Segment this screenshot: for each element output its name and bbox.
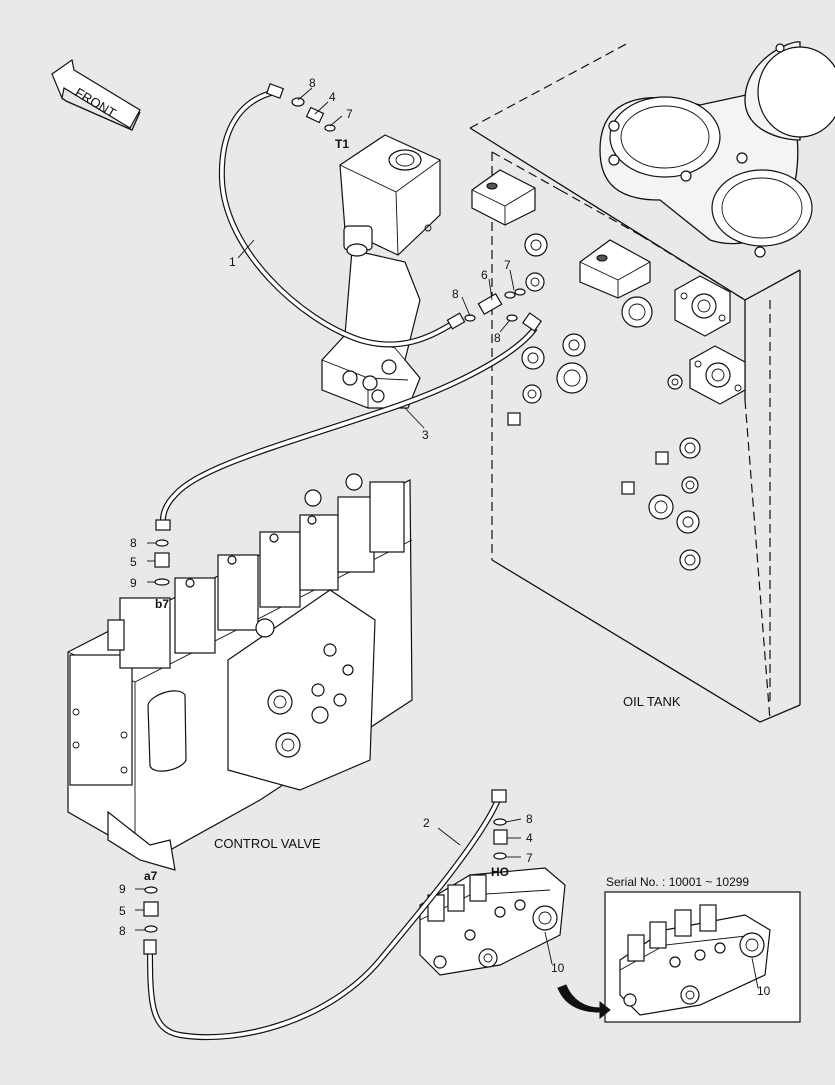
hose-1: [218, 83, 466, 348]
callout-10-inset: 10: [757, 984, 771, 998]
oil-tank-label: OIL TANK: [623, 694, 681, 709]
pilot-valve: [419, 867, 566, 976]
callout-4-top: 4: [329, 90, 336, 104]
port-t1-label: T1: [335, 137, 349, 151]
front-arrow: FRONT: [51, 58, 141, 131]
tank-bracket-right: [579, 239, 651, 299]
fittings-ho: [493, 818, 508, 860]
port-a7-label: a7: [144, 869, 158, 883]
leader-lines: [135, 87, 759, 989]
callout-8-b7: 8: [130, 536, 137, 550]
callout-5-a7: 5: [119, 904, 126, 918]
callout-8-mid-a: 8: [452, 287, 459, 301]
serial-label: Serial No. : 10001 ~ 10299: [606, 875, 749, 889]
callout-7-top: 7: [346, 107, 353, 121]
fittings-mid: [464, 288, 526, 322]
t1-block: T1: [335, 134, 441, 257]
port-ho-label: HO: [491, 865, 509, 879]
callout-1: 1: [229, 255, 236, 269]
fittings-top: [291, 97, 336, 132]
inset-pointer-arrow: [557, 984, 611, 1020]
callout-8-top: 8: [309, 76, 316, 90]
port-b7-label: b7: [155, 597, 169, 611]
callout-9-b7: 9: [130, 576, 137, 590]
callout-2: 2: [423, 816, 430, 830]
callout-8-mid-b: 8: [494, 331, 501, 345]
callout-8-ho: 8: [526, 812, 533, 826]
valve-spools: [107, 473, 405, 669]
control-valve: CONTROL VALVE: [67, 473, 413, 871]
control-valve-label: CONTROL VALVE: [214, 836, 321, 851]
tank-bosses: [507, 233, 701, 571]
mounting-bracket: [321, 249, 421, 409]
tank-bracket-left: [471, 169, 536, 226]
callouts: 8 4 7 1 8 6 7 8 3 8 5 9 b7 a7 9 5 8 2 8 …: [119, 76, 771, 998]
hose-2: [143, 789, 507, 1041]
callout-9-a7: 9: [119, 882, 126, 896]
serial-inset: Serial No. : 10001 ~ 10299: [604, 875, 801, 1023]
fittings-a7: [143, 886, 159, 933]
callout-4-ho: 4: [526, 831, 533, 845]
callout-7-ho: 7: [526, 851, 533, 865]
callout-3: 3: [422, 428, 429, 442]
callout-10: 10: [551, 961, 565, 975]
callout-6: 6: [481, 268, 488, 282]
tank-port-flange-a: [674, 275, 731, 337]
tank-port-flange-b: [689, 345, 746, 405]
oil-tank: OIL TANK: [469, 41, 835, 723]
fittings-b7: [154, 539, 170, 586]
callout-5-b7: 5: [130, 555, 137, 569]
callout-8-a7: 8: [119, 924, 126, 938]
callout-7-mid: 7: [504, 258, 511, 272]
hose-3: [155, 312, 543, 531]
